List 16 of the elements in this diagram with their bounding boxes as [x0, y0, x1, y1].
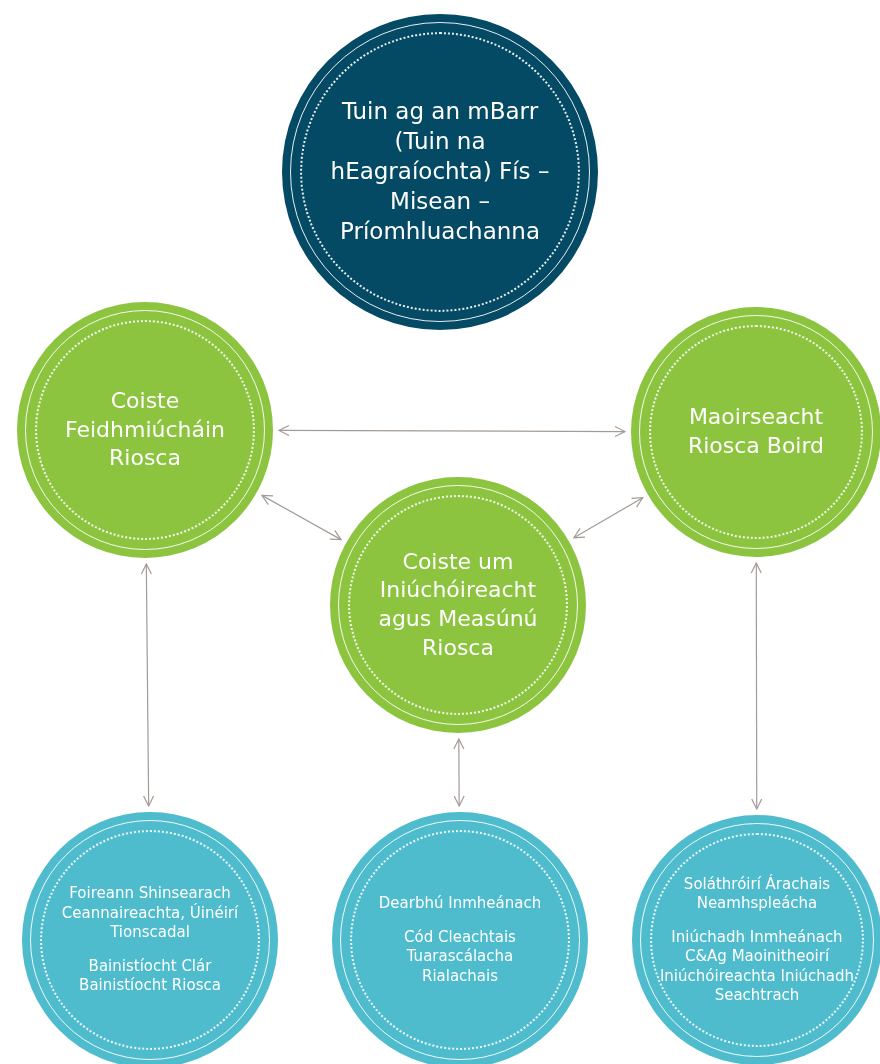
double-arrow — [278, 424, 626, 438]
double-arrow — [573, 497, 644, 539]
node-label: Iniúchadh Inmheánach C&Ag Maoinitheoirí Iniúchóireachta Iniúchadh Seachtrach — [658, 927, 856, 1006]
double-arrow — [750, 562, 763, 810]
node-label: Soláthróirí Árachais Neamhspleácha — [682, 874, 832, 914]
node-label: Bainistíocht Clár Bainistíocht Riosca — [78, 956, 222, 996]
node-label: Dearbhú Inmheánach — [378, 894, 542, 914]
node-label: Coiste um Iniúchóireacht agus Measúnú Riosca — [377, 547, 539, 662]
node-label: Cód Cleachtais Tuarascálacha Rialachais — [403, 927, 517, 986]
double-arrow — [261, 494, 342, 541]
double-arrow — [453, 738, 465, 807]
node-label: Coiste Feidhmiúcháin Riosca — [63, 387, 227, 473]
node-label: Foireann Shinsearach Ceannaireachta, Úinéirí Tionscadal — [60, 884, 240, 943]
node-label: Maoirseacht Riosca Boird — [686, 403, 826, 460]
double-arrow — [140, 563, 155, 807]
node-label: Tuin ag an mBarr (Tuin na hEagraíochta) Fís – Misean – Príomhluachanna — [329, 97, 551, 246]
